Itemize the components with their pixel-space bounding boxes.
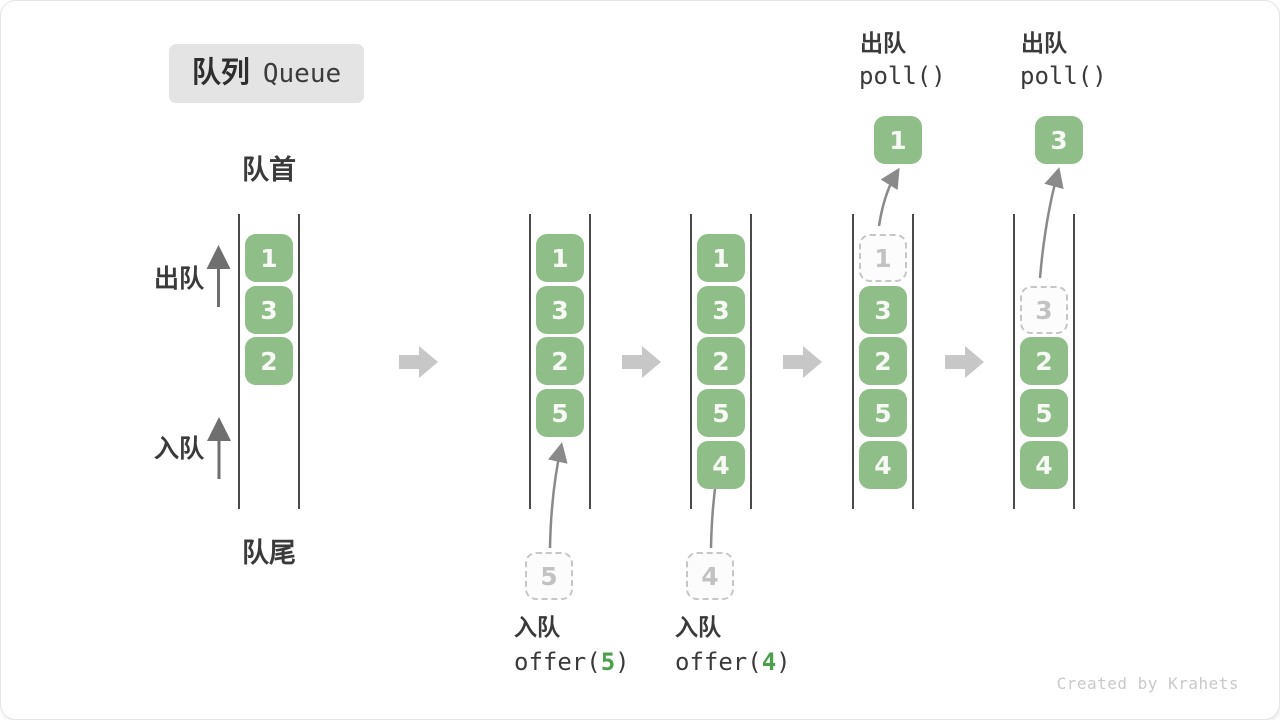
queue-cell-removed: 3 xyxy=(1020,286,1068,334)
queue-cell: 1 xyxy=(697,234,745,282)
queue-wall-right xyxy=(589,214,591,509)
queue-cell: 2 xyxy=(1020,337,1068,385)
queue-wall-right xyxy=(1073,214,1075,509)
queue-cell-removed: 1 xyxy=(859,234,907,282)
dequeue-arrow xyxy=(877,167,900,227)
queue-cell: 2 xyxy=(536,337,584,385)
pending-cell: 5 xyxy=(525,552,573,600)
enqueue-code: offer(4) xyxy=(675,648,791,676)
enqueue-arrow xyxy=(548,442,568,549)
flow-arrow xyxy=(399,346,438,378)
dequeue-caption: 出队 xyxy=(860,30,906,56)
queue-cell: 4 xyxy=(859,441,907,489)
queue-cell: 4 xyxy=(1020,441,1068,489)
queue-cell: 3 xyxy=(245,286,293,334)
queue-cell: 4 xyxy=(697,441,745,489)
queue-cell: 2 xyxy=(859,337,907,385)
queue-cell: 2 xyxy=(245,337,293,385)
queue-cell: 3 xyxy=(697,286,745,334)
queue-wall-left xyxy=(690,214,692,509)
watermark-credit: Created by Krahets xyxy=(1056,674,1239,693)
enqueue-caption: 入队 xyxy=(514,614,560,640)
poll-result-cell: 3 xyxy=(1035,116,1083,164)
title-badge: 队列 Queue xyxy=(169,44,364,103)
enqueue-arg: 4 xyxy=(761,648,777,676)
queue-cell: 3 xyxy=(536,286,584,334)
title-english: Queue xyxy=(262,58,342,89)
flow-arrow xyxy=(945,346,984,378)
queue-wall-right xyxy=(750,214,752,509)
dequeue-code: poll() xyxy=(1020,62,1107,90)
queue-front-label: 队首 xyxy=(242,155,296,185)
enqueue-side-label: 入队 xyxy=(153,435,204,463)
queue-cell: 3 xyxy=(859,286,907,334)
poll-result-cell: 1 xyxy=(874,116,922,164)
flow-arrow xyxy=(783,346,822,378)
queue-wall-right xyxy=(912,214,914,509)
queue-wall-left xyxy=(852,214,854,509)
queue-cell: 5 xyxy=(1020,389,1068,437)
enqueue-arg: 5 xyxy=(600,648,616,676)
queue-rear-label: 队尾 xyxy=(242,538,296,568)
queue-cell: 5 xyxy=(697,389,745,437)
queue-cell: 5 xyxy=(859,389,907,437)
queue-cell: 1 xyxy=(245,234,293,282)
dequeue-arrow xyxy=(1038,167,1064,279)
enqueue-code: offer(5) xyxy=(514,648,630,676)
queue-wall-left xyxy=(529,214,531,509)
dequeue-side-label: 出队 xyxy=(153,265,204,293)
queue-cell: 2 xyxy=(697,337,745,385)
queue-wall-right xyxy=(298,214,300,509)
flow-arrow xyxy=(622,346,661,378)
queue-cell: 1 xyxy=(536,234,584,282)
enqueue-caption: 入队 xyxy=(675,614,721,640)
pending-cell: 4 xyxy=(686,552,734,600)
queue-wall-left xyxy=(1013,214,1015,509)
dequeue-caption: 出队 xyxy=(1021,30,1067,56)
title-chinese: 队列 xyxy=(191,57,250,89)
dequeue-code: poll() xyxy=(859,62,946,90)
queue-cell: 5 xyxy=(536,389,584,437)
queue-wall-left xyxy=(238,214,240,509)
